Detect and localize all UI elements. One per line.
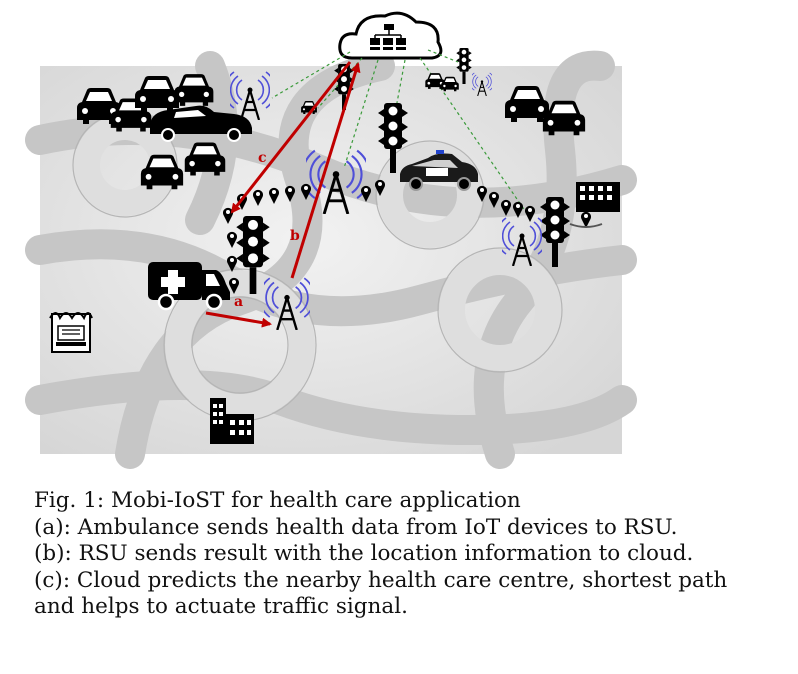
arrow-label-a: a (234, 294, 243, 310)
cloud-server-icon (338, 11, 443, 60)
arrow-c (230, 61, 352, 214)
communication-arrows (205, 61, 361, 328)
sedan-car-icon (150, 105, 252, 142)
ambulance-icon (148, 262, 230, 311)
arrow-label-b: b (290, 228, 300, 244)
healthcare-building-icon (210, 398, 254, 444)
arrow-labels: a b c (234, 150, 300, 310)
mobi-iost-diagram: a b c (25, 11, 637, 469)
arrow-a (205, 311, 272, 328)
caption-line-b: (b): RSU sends result with the location … (34, 541, 694, 566)
arrow-label-c: c (258, 150, 267, 166)
caption-line-a: (a): Ambulance sends health data from Io… (34, 514, 678, 540)
pharmacy-shop-icon (49, 312, 93, 353)
caption-line-c2: and helps to actuate traffic signal. (34, 594, 408, 619)
figure-caption: Fig. 1: Mobi-IoST for health care applic… (34, 488, 794, 621)
hospital-building-icon (569, 182, 620, 228)
arrow-b (290, 62, 361, 279)
caption-title: Fig. 1: Mobi-IoST for health care applic… (34, 488, 521, 513)
police-car-icon (400, 150, 478, 191)
caption-line-c1: (c): Cloud predicts the nearby health ca… (34, 567, 728, 593)
